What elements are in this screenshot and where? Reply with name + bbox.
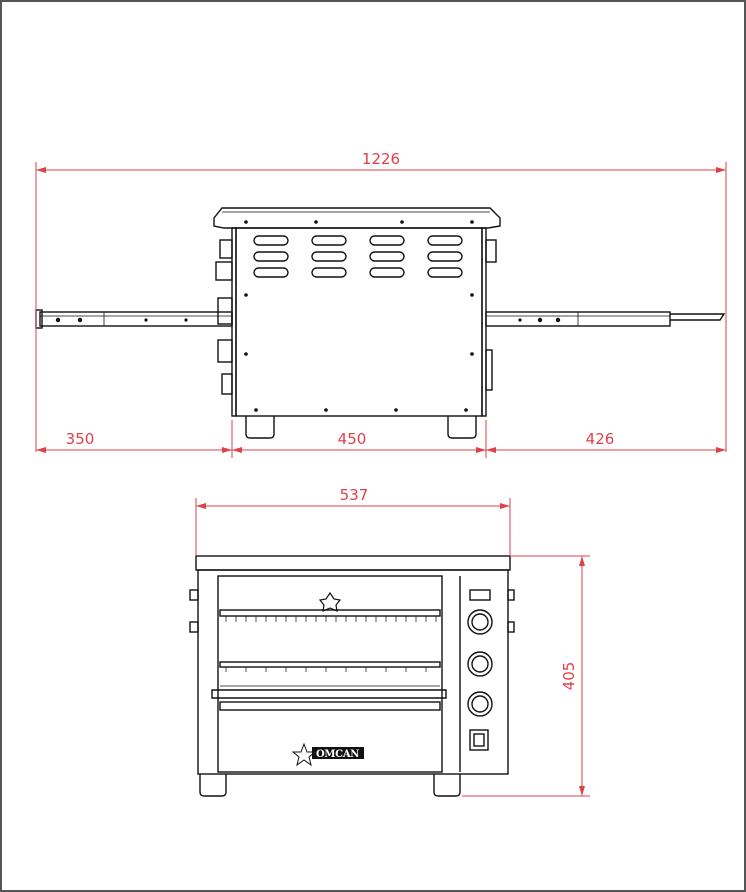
control-knob-2-icon: [467, 651, 493, 677]
screw-dots: [55, 220, 561, 412]
control-panel: [467, 589, 493, 751]
control-knob-3-icon: [467, 691, 493, 717]
left-extension-label: 350: [66, 430, 95, 448]
flower-logo-icon: [318, 591, 342, 612]
front-height-label: 405: [560, 662, 578, 691]
brand-logo: OMCAN: [291, 742, 364, 767]
dimension-lines: [35, 162, 727, 797]
power-switch-icon: [469, 729, 489, 751]
brand-logo-text: OMCAN: [316, 749, 359, 760]
right-extension-label: 426: [586, 430, 615, 448]
front-width-label: 537: [340, 486, 369, 504]
side-view-drawing: [35, 207, 726, 439]
control-knob-1-icon: [467, 609, 493, 635]
front-view-drawing: [189, 555, 515, 797]
overall-width-label: 1226: [362, 150, 400, 168]
digital-display: [469, 589, 491, 601]
body-width-label: 450: [338, 430, 367, 448]
vent-slots: [253, 235, 463, 278]
